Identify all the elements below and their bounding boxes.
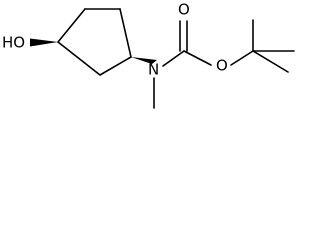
ring-bond-upper-right bbox=[119, 8, 132, 58]
ring-bond-lower-left bbox=[57, 41, 101, 76]
ring-bond-lower-right bbox=[99, 56, 132, 76]
skeletal-structure-diagram: HO N O O bbox=[2, 1, 295, 109]
n-carbonyl-bond bbox=[162, 50, 185, 67]
wedge-bond-nitrogen bbox=[131, 57, 157, 64]
tert-butyl-methyl-bond-down bbox=[252, 50, 289, 73]
ester-oxygen-label: O bbox=[216, 57, 228, 75]
ester-oxygen-tert-carbon-bond bbox=[230, 50, 254, 66]
carbonyl-ester-oxygen-bond bbox=[183, 50, 212, 66]
wedge-bond-hydroxyl bbox=[30, 38, 58, 47]
amine-nitrogen-label: N bbox=[148, 61, 159, 79]
hydroxyl-label: HO bbox=[2, 34, 25, 52]
ring-bond-upper-left bbox=[57, 8, 86, 43]
carbonyl-oxygen-label: O bbox=[178, 1, 190, 19]
